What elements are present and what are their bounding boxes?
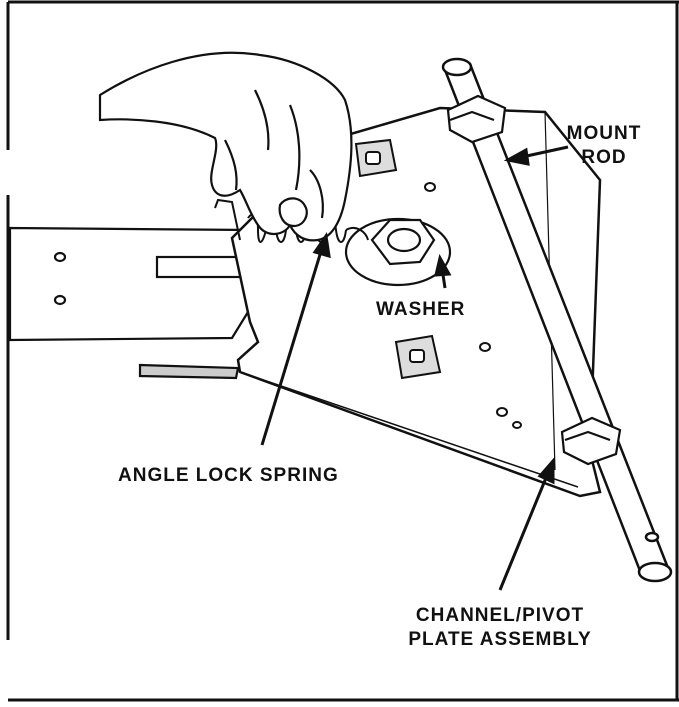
label-mount-rod-line2: ROD [581, 147, 627, 168]
label-washer: WASHER [376, 299, 466, 320]
arrowhead-spring [312, 232, 331, 259]
rod-bolts [446, 94, 622, 466]
arrowhead-channel [537, 456, 555, 485]
label-channel-pivot-line1: CHANNEL/PIVOT [415, 605, 585, 626]
label-angle-lock-spring: ANGLE LOCK SPRING [118, 465, 339, 486]
hand [98, 51, 353, 242]
plate-holes [354, 127, 522, 429]
arrowhead-washer [434, 253, 452, 277]
washer-nut [344, 217, 452, 287]
label-channel-pivot: CHANNEL/PIVOT PLATE ASSEMBLY [380, 604, 620, 652]
arrowhead-mount-rod [503, 147, 530, 166]
frame-border [6, 0, 679, 702]
label-mount-rod: MOUNT ROD [563, 122, 645, 170]
label-mount-rod-line1: MOUNT [566, 123, 642, 144]
leader-arrows [260, 145, 569, 591]
channel-bar [8, 226, 252, 380]
label-channel-pivot-line2: PLATE ASSEMBLY [408, 629, 592, 650]
